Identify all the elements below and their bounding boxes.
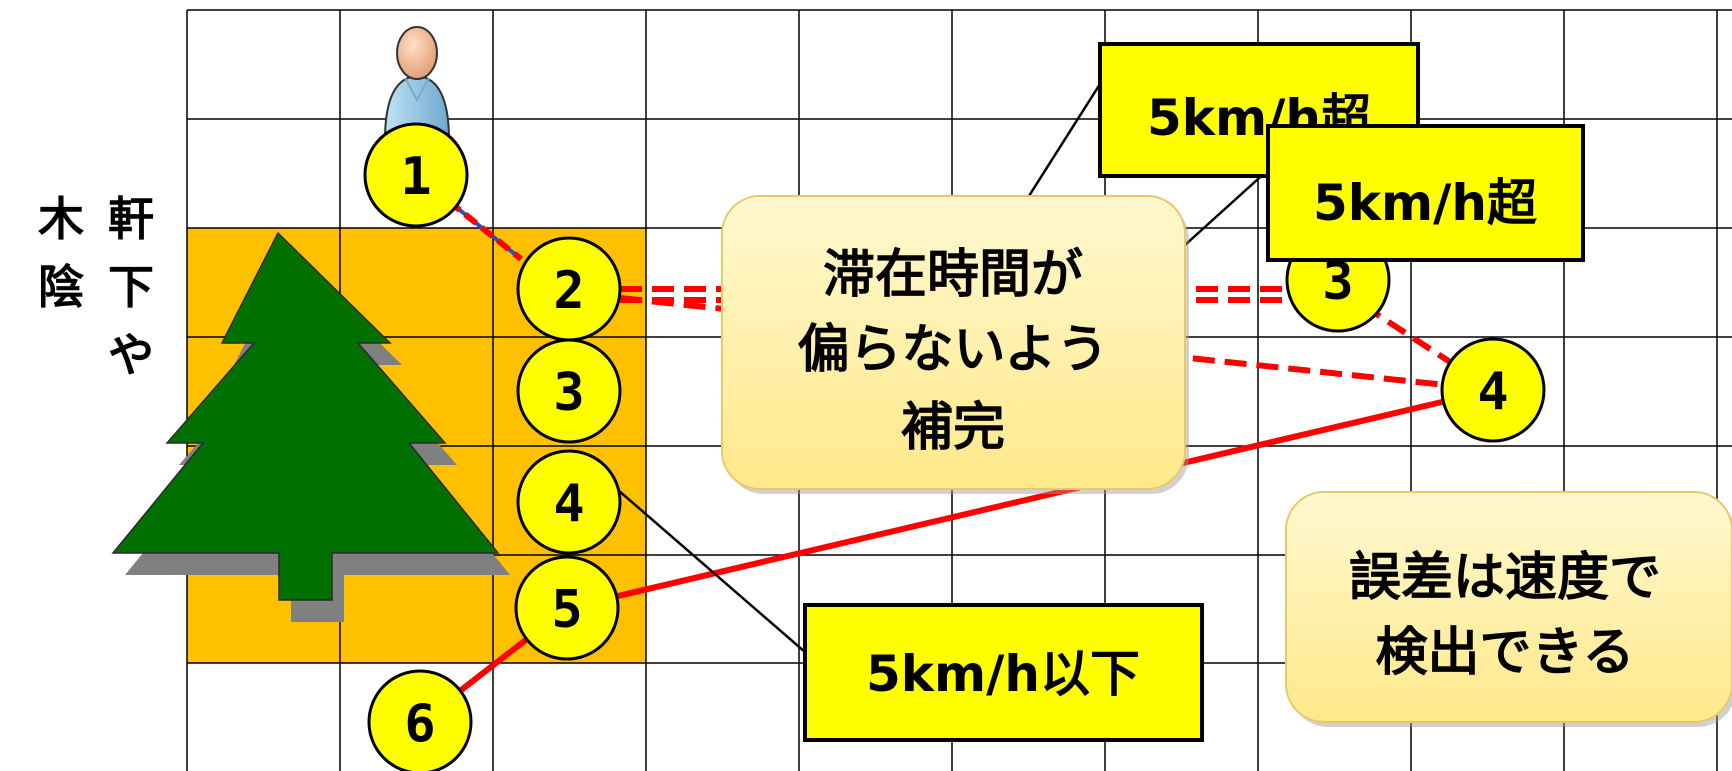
- point-5: 5: [514, 555, 620, 661]
- point-3: 3: [516, 338, 622, 444]
- callout-speed-over-2-text: 5km/h超: [1313, 174, 1538, 232]
- point-3-label: 3: [553, 363, 584, 423]
- point-5-label: 5: [551, 580, 582, 640]
- note-error-line2: 検出できる: [1376, 623, 1635, 683]
- point-2-label: 2: [553, 261, 584, 321]
- eaves-label-2: 下: [108, 260, 154, 314]
- shade-label-1: 木: [38, 192, 84, 246]
- point-6-label: 6: [404, 694, 435, 754]
- point-1-label: 1: [400, 147, 431, 207]
- note-complement-line1: 滞在時間が: [823, 245, 1083, 305]
- point-2: 2: [516, 236, 622, 342]
- note-complement-line2: 偏らないよう: [798, 320, 1109, 380]
- note-error-line1: 誤差は速度で: [1349, 548, 1661, 608]
- shade-label-2: 陰: [38, 260, 85, 314]
- point-4-right: 4: [1440, 337, 1546, 443]
- callout-speed-under-text: 5km/h以下: [866, 645, 1140, 703]
- point-4-label: 4: [553, 474, 584, 534]
- callout-speed-over-2: 5km/h超: [1266, 124, 1585, 262]
- point-1: 1: [363, 122, 469, 228]
- point-4-right-label: 4: [1477, 362, 1508, 422]
- point-4: 4: [516, 449, 622, 555]
- point-6: 6: [367, 669, 473, 771]
- note-complement-line3: 補完: [901, 398, 1005, 458]
- eaves-label-3: や: [108, 328, 154, 382]
- eaves-label-1: 軒: [108, 192, 154, 246]
- track-solid-5-4r: [566, 387, 1494, 611]
- note-complement: 滞在時間が 偏らないよう 補完: [721, 195, 1189, 494]
- note-error: 誤差は速度で 検出できる: [1285, 491, 1732, 727]
- callout-speed-under: 5km/h以下: [803, 603, 1204, 742]
- tree-icon: [111, 231, 510, 622]
